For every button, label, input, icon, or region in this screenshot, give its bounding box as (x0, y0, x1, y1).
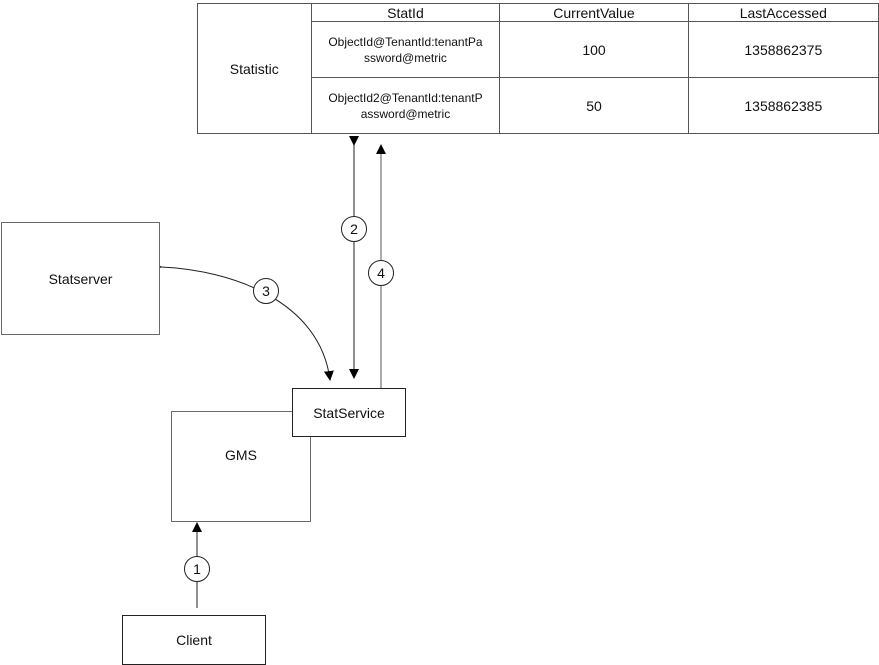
current-value-cell: 100 (499, 21, 689, 78)
current-value-cell: 50 (499, 77, 689, 134)
statistic-table: Statistic StatId CurrentValue LastAccess… (197, 3, 879, 134)
table-row-header: Statistic (197, 3, 312, 134)
column-header-currentvalue: CurrentValue (499, 3, 689, 22)
column-header-statid: StatId (310, 3, 501, 22)
statserver-node: Statserver (1, 222, 160, 335)
step-3-badge: 3 (253, 278, 279, 304)
step-2-badge: 2 (341, 216, 367, 242)
step-1-badge: 1 (184, 556, 210, 582)
arrow-statservice-statserver-curve (151, 261, 334, 381)
statservice-node: StatService (292, 388, 406, 437)
last-accessed-cell: 1358862375 (687, 21, 879, 78)
last-accessed-cell: 1358862385 (687, 77, 879, 134)
step-4-badge: 4 (368, 260, 394, 286)
client-node: Client (122, 615, 266, 665)
column-header-lastaccessed: LastAccessed (687, 3, 879, 22)
gms-node: GMS (171, 411, 311, 522)
